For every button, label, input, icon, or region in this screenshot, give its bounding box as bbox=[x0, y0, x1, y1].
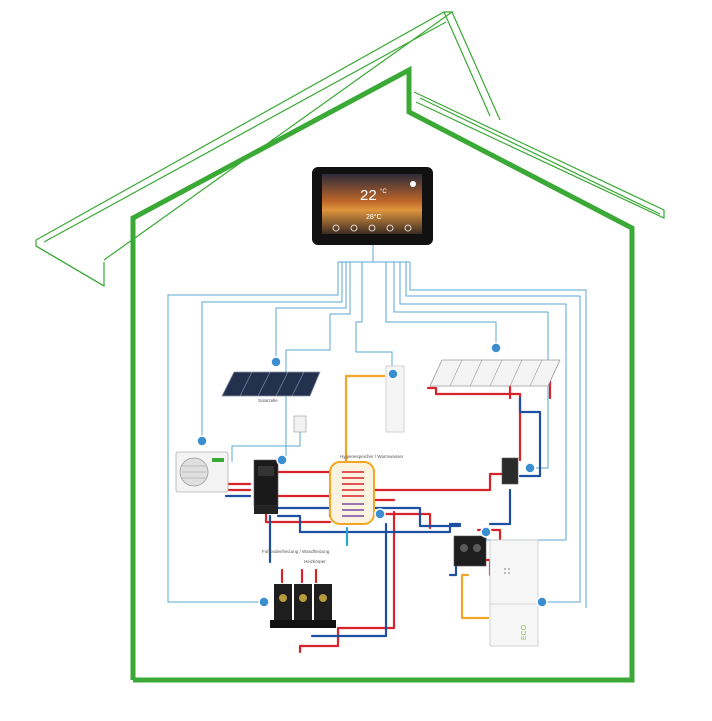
tank-upper-coil bbox=[342, 471, 364, 497]
solar-pv-array: Solarzelle bbox=[221, 371, 321, 433]
control-node-manifold[interactable] bbox=[258, 596, 270, 608]
floor-heating-label: Fußbodenheizung / Wandheizung bbox=[262, 549, 330, 554]
control-node-shower[interactable] bbox=[387, 368, 399, 380]
control-node-tank[interactable] bbox=[374, 508, 386, 520]
control-node-pv[interactable] bbox=[270, 356, 282, 368]
thermostat-temperature-unit: °C bbox=[380, 189, 387, 195]
boiler-brand-label: ECO bbox=[521, 624, 528, 640]
menu-icon[interactable] bbox=[410, 181, 416, 187]
control-node-indoor-module[interactable] bbox=[276, 454, 288, 466]
screen-background bbox=[322, 174, 422, 234]
control-node-solar-station[interactable] bbox=[524, 462, 536, 474]
hot-water-storage-tank: Hygienespeicher / Warmwasser bbox=[329, 365, 405, 525]
settings-icon[interactable] bbox=[386, 224, 394, 232]
control-node-solar-thermal[interactable] bbox=[490, 342, 502, 354]
heat-pump-logo bbox=[212, 458, 224, 462]
control-lines bbox=[167, 245, 587, 608]
house-outline bbox=[35, 11, 665, 683]
thermostat-display[interactable]: 22 °C 28°C bbox=[312, 167, 433, 245]
control-nodes bbox=[196, 342, 548, 608]
hydraulic-module-right bbox=[453, 457, 519, 567]
solar-pv-label: Solarzelle bbox=[258, 398, 278, 403]
check-icon[interactable] bbox=[368, 224, 376, 232]
power-icon[interactable] bbox=[332, 224, 340, 232]
heat-pump-outdoor-unit bbox=[175, 451, 229, 493]
solar-thermal-collectors bbox=[429, 359, 561, 387]
heat-pump-indoor-module bbox=[253, 459, 279, 514]
roof bbox=[35, 11, 665, 288]
control-node-boiler[interactable] bbox=[536, 596, 548, 608]
thermostat-temperature: 22 bbox=[360, 187, 377, 204]
pv-inverter bbox=[293, 415, 307, 433]
control-node-hydraulic[interactable] bbox=[480, 526, 492, 538]
control-node-heat-pump[interactable] bbox=[196, 435, 208, 447]
heating-circuit-manifold: Fußbodenheizung / Wandheizung Heizkörper bbox=[262, 549, 336, 628]
thermostat-secondary-temperature: 28°C bbox=[366, 213, 382, 221]
info-icon[interactable] bbox=[404, 224, 412, 232]
radiators-label: Heizkörper bbox=[304, 559, 326, 564]
shower-panel bbox=[385, 365, 405, 433]
thermostat-button-row bbox=[332, 224, 412, 232]
tank-lower-coil bbox=[342, 503, 364, 517]
boiler-unit: ECO bbox=[489, 539, 539, 647]
mode-icon[interactable] bbox=[350, 224, 358, 232]
house-walls bbox=[130, 65, 635, 683]
solar-pump-station bbox=[501, 457, 519, 485]
storage-tank-label: Hygienespeicher / Warmwasser bbox=[340, 454, 404, 459]
